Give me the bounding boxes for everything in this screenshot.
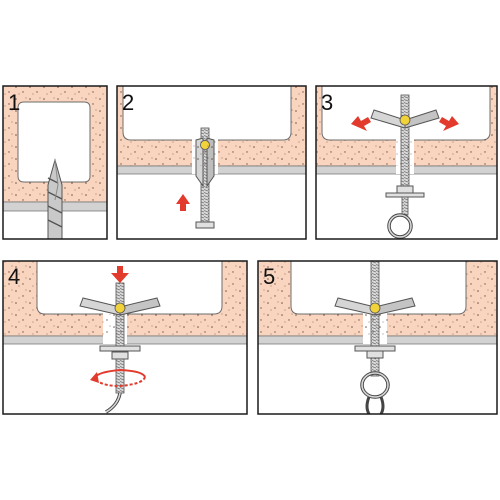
pivot-icon: [369, 302, 381, 314]
up-arrow-icon: [176, 194, 190, 211]
spread-arrow-left-icon: [351, 116, 371, 131]
chain-link-icon: [365, 396, 385, 414]
pivot-icon: [399, 114, 411, 126]
pivot-icon: [114, 302, 126, 314]
down-arrow-icon: [111, 266, 129, 283]
step-number-2: 2: [122, 90, 134, 115]
concrete-texture: [3, 86, 497, 336]
step-number-1: 1: [8, 90, 20, 115]
toggle-bolt: [79, 282, 161, 414]
step-panel-5: 5: [257, 260, 498, 415]
drill-bit-icon: [47, 158, 63, 239]
step-panel-2: 2: [116, 85, 307, 240]
rotate-arrow-icon: [90, 368, 146, 388]
spread-arrow-right-icon: [439, 116, 459, 131]
step-panel-1: 1: [2, 85, 108, 240]
step-number-3: 3: [321, 90, 333, 115]
step-panel-4: 4: [2, 260, 248, 415]
